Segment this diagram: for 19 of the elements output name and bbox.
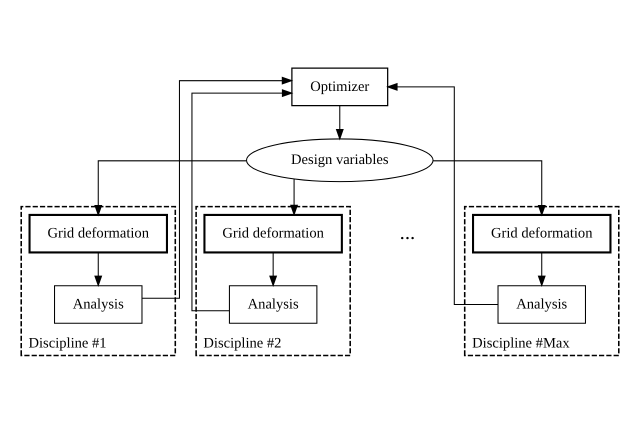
arrow: [269, 252, 278, 287]
node-box: Analysis: [228, 284, 318, 324]
node-box: Grid deformation: [203, 213, 343, 253]
label: ...: [400, 219, 416, 244]
arrow: [142, 76, 294, 298]
node-box: Grid deformation: [472, 213, 612, 253]
arrow: [94, 160, 246, 216]
arrow: [191, 88, 294, 311]
node-ellipse: Design variables: [246, 138, 434, 182]
arrow: [433, 160, 546, 216]
node-box: Analysis: [54, 284, 142, 324]
arrow: [94, 252, 102, 287]
arrow: [336, 105, 344, 140]
arrow: [386, 82, 498, 305]
node-box: Optimizer: [291, 67, 388, 106]
arrow: [538, 252, 546, 287]
node-box: Analysis: [498, 284, 586, 324]
arrow: [290, 178, 298, 216]
node-box: Grid deformation: [28, 213, 168, 253]
